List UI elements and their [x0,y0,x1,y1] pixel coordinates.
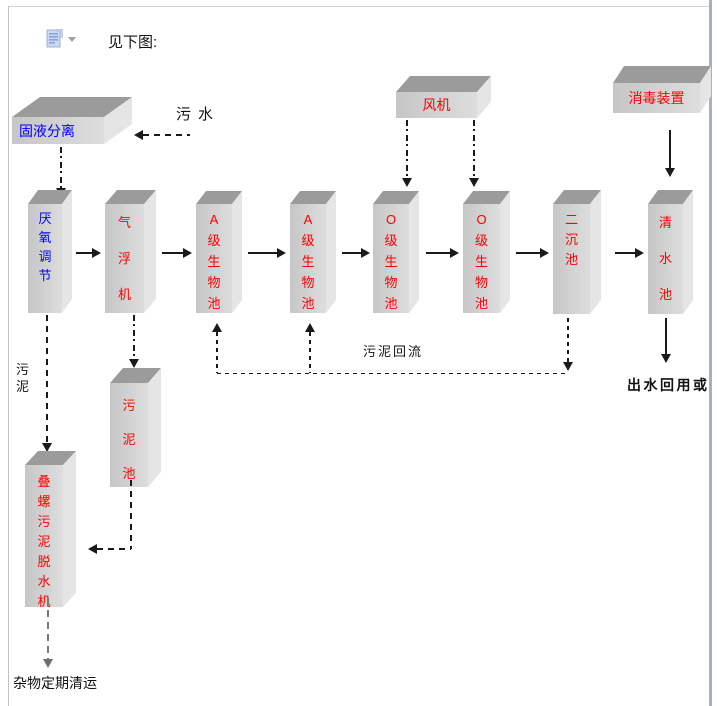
arrow-anaerobic-to-airflotation [76,248,101,258]
box-o-bio-pool-1: O级生物池 [373,204,409,313]
arrowhead-right-icon [183,248,192,258]
box-label-secondary-sedimentation: 二沉池 [564,212,578,267]
window-border-right[interactable] [709,0,712,706]
arrow-separation-to-anaerobic [56,147,66,197]
arrow-abio2-to-obio1 [342,248,370,258]
arrowhead-down-icon [402,178,412,187]
arrowhead-down-icon [563,362,573,371]
arrowhead-down-icon [661,354,671,363]
box-disinfection-device: 消毒装置 [613,83,700,113]
caption-see-figure: 见下图: [108,34,158,51]
arrowhead-left-icon [88,544,97,554]
arrow-secondarysed-to-clearwater [615,248,644,258]
box-label-screw-sludge-dewatering: 叠螺污泥脱水机 [37,474,51,609]
arrow-dewatering-to-debris [43,598,53,668]
box-label-fan: 风机 [422,97,451,113]
arrowhead-down-icon [129,359,139,368]
arrowhead-down-icon [469,178,479,187]
box-label-air-flotation: 气浮机 [117,215,131,302]
box-label-anaerobic-regulation: 厌氧调节 [38,211,52,283]
arrowhead-up-icon [212,323,222,332]
arrowhead-down-icon [42,443,52,452]
label-effluent-reuse: 出水回用或 [627,377,710,393]
arrow-fan-to-obio1 [402,120,412,187]
box-clear-water-pool: 清水池 [648,204,683,314]
arrowhead-right-icon [540,248,549,258]
paste-options-icon[interactable] [46,29,63,53]
box-screw-sludge-dewatering: 叠螺污泥脱水机 [25,465,63,609]
arrow-disinfection-to-clearwater [665,130,675,177]
arrowhead-right-icon [92,248,101,258]
arrow-abio1-to-abio2 [248,248,286,258]
box-a-bio-pool-2: A级生物池 [290,204,326,313]
box-label-solid-liquid-separation: 固液分离 [19,122,75,139]
box-air-flotation: 气浮机 [105,204,144,313]
box-label-disinfection-device: 消毒装置 [628,90,685,106]
arrowhead-right-icon [277,248,286,258]
box-fan: 风机 [396,92,477,118]
box-o-bio-pool-2: O级生物池 [463,204,500,313]
label-sludge-return: 污泥回流 [363,344,424,359]
line-sludge-return-horizontal [217,373,568,374]
box-label-a-bio-pool-2: A级生物池 [301,212,315,311]
arrow-sludgepool-to-dewatering [88,544,131,554]
box-label-clear-water-pool: 清水池 [658,215,672,302]
arrow-obio1-to-obio2 [426,248,459,258]
paste-options-dropdown-icon[interactable] [68,37,76,42]
arrow-sludge-return-to-abio2 [305,323,315,373]
window-border-top [8,6,709,7]
box-label-sludge-pool: 污泥池 [122,398,136,481]
arrowhead-right-icon [450,248,459,258]
box-secondary-sedimentation: 二沉池 [553,204,590,314]
box-a-bio-pool-1: A级生物池 [196,204,232,313]
arrowhead-up-icon [305,323,315,332]
box-label-a-bio-pool-1: A级生物池 [207,212,221,311]
line-sludgepool-down [130,480,132,549]
box-solid-liquid-separation: 固液分离 [12,117,104,144]
box-label-o-bio-pool-2: O级生物池 [474,212,488,311]
window-border-left [8,6,9,706]
arrow-airflotation-to-abio1 [162,248,192,258]
arrow-fan-to-obio2 [469,120,479,187]
arrowhead-down-icon [43,659,53,668]
arrowhead-down-icon [665,168,675,177]
arrow-clearwater-to-effluent [661,318,671,363]
arrowhead-left-icon [134,130,143,140]
arrow-obio2-to-secondarysed [516,248,549,258]
label-debris-removal: 杂物定期清运 [13,675,97,691]
arrow-anaerobic-to-dewatering [42,315,52,452]
box-label-o-bio-pool-1: O级生物池 [384,212,398,311]
label-sludge-out: 污泥 [16,362,30,394]
arrow-secondarysed-to-return-line [563,318,573,371]
arrow-sewage-inflow [134,130,190,140]
arrow-sludge-return-to-abio1 [212,323,222,373]
arrowhead-right-icon [361,248,370,258]
box-anaerobic-regulation: 厌氧调节 [28,204,62,313]
label-sewage-in: 污水 [176,106,221,123]
arrowhead-right-icon [635,248,644,258]
box-sludge-pool: 污泥池 [110,383,148,487]
arrow-airflotation-to-sludgepool [129,315,139,368]
